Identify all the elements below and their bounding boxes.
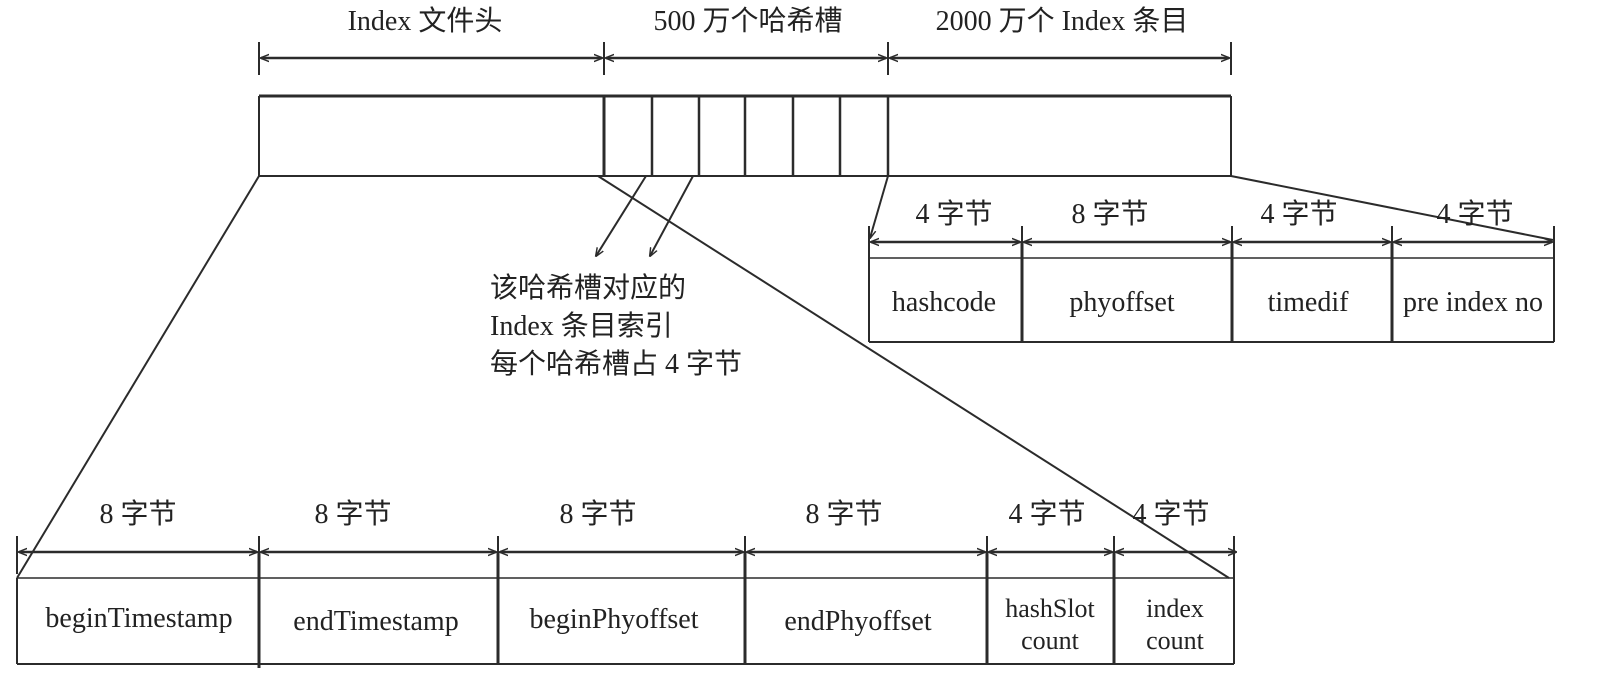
header-field-begin-phyoffset: beginPhyoffset [529, 604, 698, 635]
header-field-index-count-line1: index [1146, 594, 1204, 623]
header-size-arrows [16, 536, 1236, 574]
header-expand-line-right [597, 175, 1230, 579]
slot-pointer-arrow-1 [596, 175, 647, 256]
header-size-end-phyoffset: 8 字节 [805, 498, 882, 530]
entry-expand-line-left [870, 175, 889, 238]
entry-size-hashcode: 4 字节 [915, 198, 992, 230]
slots-section-label: 500 万个哈希槽 [653, 5, 842, 37]
entry-expand-line-right [1230, 175, 1554, 241]
header-section-label: Index 文件头 [348, 5, 503, 37]
header-size-end-timestamp: 8 字节 [314, 498, 391, 530]
entry-size-pre-index-no: 4 字节 [1436, 198, 1513, 230]
entry-field-phyoffset: phyoffset [1069, 287, 1174, 318]
header-size-index-count: 4 字节 [1132, 498, 1209, 530]
header-field-end-phyoffset: endPhyoffset [784, 606, 931, 637]
entry-field-pre-index-no: pre index no [1403, 287, 1543, 318]
header-field-hashslot-count-line1: hashSlot [1005, 594, 1095, 623]
entry-size-phyoffset: 8 字节 [1071, 198, 1148, 230]
entry-box [868, 242, 1555, 343]
header-field-hashslot-count-line2: count [1021, 626, 1080, 655]
slot-pointer-arrow-2 [650, 175, 694, 256]
header-expand-line-left [16, 175, 260, 579]
header-box [16, 552, 1235, 668]
header-size-hashslot-count: 4 字节 [1008, 498, 1085, 530]
header-size-begin-timestamp: 8 字节 [99, 498, 176, 530]
header-size-begin-phyoffset: 8 字节 [559, 498, 636, 530]
header-field-index-count-line2: count [1146, 626, 1205, 655]
hash-slot-cells [650, 96, 842, 176]
slot-note-line3: 每个哈希槽占 4 字节 [490, 348, 742, 380]
entry-field-timedif: timedif [1268, 287, 1350, 318]
header-field-begin-timestamp: beginTimestamp [45, 603, 232, 634]
slot-note-line1: 该哈希槽对应的 [490, 272, 686, 304]
entry-field-hashcode: hashcode [892, 287, 996, 318]
top-dimension-arrows [258, 42, 1232, 75]
entries-section-label: 2000 万个 Index 条目 [936, 5, 1189, 37]
slot-note-line2: Index 条目索引 [490, 310, 673, 342]
header-field-end-timestamp: endTimestamp [293, 606, 458, 637]
entry-size-timedif: 4 字节 [1260, 198, 1337, 230]
entry-size-arrows [868, 226, 1555, 258]
